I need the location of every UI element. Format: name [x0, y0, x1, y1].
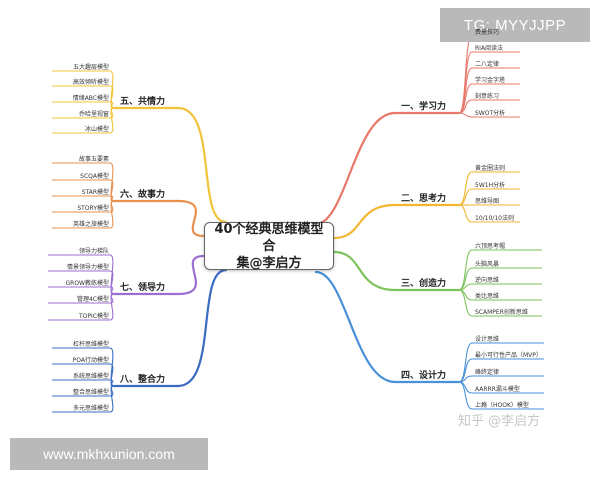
leaf-connector: [109, 85, 115, 109]
leaf-item: AARRR漏斗模型: [475, 386, 520, 393]
branch-label-b3: 三、创造力: [401, 279, 447, 289]
leaf-connector: [109, 70, 115, 109]
leaf-item: 上瘾（HOOK）模型: [475, 402, 529, 409]
leaf-item: STAR模型: [81, 189, 109, 196]
leaf-item: 类比思维: [475, 293, 500, 300]
leaf-connector: [458, 67, 473, 114]
leaf-item: 系统思维模型: [72, 373, 109, 380]
leaf-item: RIA阅读法: [475, 45, 504, 52]
leaf-connector: [109, 363, 115, 387]
leaf-item: 费曼技巧: [475, 29, 500, 36]
leaf-connector: [109, 254, 115, 295]
leaf-item: 情景领导力模型: [66, 264, 109, 271]
leaf-item: 六顶思考帽: [475, 243, 506, 250]
leaf-item: 头脑风暴: [475, 261, 500, 268]
leaf-item: 二八定律: [475, 61, 500, 68]
leaf-item: SWOT分析: [475, 110, 506, 117]
leaf-connector: [109, 270, 115, 295]
branch-label-b2: 二、思考力: [401, 194, 447, 204]
branch-connector-b8: [176, 268, 228, 388]
leaf-connector: [109, 107, 115, 134]
leaf-item: 英雄之旅模型: [72, 221, 109, 228]
leaf-item: 刻意练习: [475, 93, 500, 100]
leaf-connector: [458, 171, 473, 206]
leaf-connector: [109, 162, 115, 202]
leaf-connector: [458, 112, 473, 118]
leaf-connector: [109, 347, 115, 387]
leaf-connector: [458, 289, 473, 301]
leaf-item: 10/10/10法则: [475, 215, 514, 222]
leaf-item: POA行动模型: [72, 357, 109, 364]
branch-label-b1: 一、学习力: [401, 102, 447, 112]
leaf-connector: [458, 342, 473, 383]
leaf-connector: [458, 289, 473, 317]
leaf-item: 多元思维模型: [72, 405, 109, 412]
leaf-item: 整合思维模型: [72, 389, 109, 396]
leaf-item: 峰终定律: [475, 369, 500, 376]
leaf-item: 管理4C模型: [76, 296, 109, 303]
leaf-item: 五大趣层模型: [72, 64, 109, 71]
leaf-connector: [458, 381, 473, 394]
leaf-item: 冰山模型: [84, 126, 109, 133]
branch-label-b5: 五、共情力: [120, 97, 166, 107]
leaf-item: 最小可行性产品（MVP）: [475, 352, 542, 359]
leaf-item: 杠杆思维模型: [72, 341, 109, 348]
leaf-item: 逆向思维: [475, 277, 500, 284]
leaf-connector: [458, 204, 473, 223]
branch-connector-b5: [176, 106, 228, 224]
branch-connector-b1: [314, 111, 397, 226]
leaf-item: 乔哈里视窗: [78, 111, 109, 118]
branch-connector-b2: [332, 203, 397, 240]
leaf-item: 学习金字塔: [475, 77, 506, 84]
central-topic-line1: 40个经典思维模型合: [214, 221, 324, 254]
branch-label-b8: 八、整合力: [120, 375, 166, 385]
leaf-item: 高效倾听模型: [72, 79, 109, 86]
leaf-item: 故事五要素: [78, 156, 109, 163]
leaf-item: SCQA模型: [80, 173, 109, 180]
leaf-item: 5W1H分析: [475, 182, 506, 189]
leaf-item: 设计思维: [475, 336, 500, 343]
branch-connector-b3: [332, 250, 397, 292]
branch-label-b4: 四、设计力: [401, 371, 447, 381]
zhihu-watermark: 知乎 @李启方: [458, 414, 541, 429]
leaf-connector: [109, 200, 115, 229]
leaf-item: 黄金圈法则: [475, 165, 506, 172]
leaf-item: SCAMPER创新思维: [475, 309, 528, 316]
branch-connector-b6: [176, 199, 206, 238]
leaf-item: STORY模型: [77, 205, 109, 212]
leaf-connector: [458, 249, 473, 291]
tg-watermark-banner: TG: MYYJJPP: [440, 8, 590, 42]
leaf-connector: [458, 381, 473, 410]
branch-label-b6: 六、故事力: [120, 190, 166, 200]
branch-label-b7: 七、领导力: [120, 283, 166, 293]
leaf-connector: [109, 385, 115, 413]
central-topic-line2: 集@李启方: [236, 255, 302, 271]
leaf-connector: [458, 51, 473, 114]
website-watermark-banner: www.mkhxunion.com: [10, 438, 208, 470]
branch-connector-b4: [314, 270, 397, 384]
leaf-item: 领导力梯队: [78, 248, 109, 255]
leaf-item: GROW教练模型: [65, 280, 109, 287]
central-topic: 40个经典思维模型合 集@李启方: [204, 221, 334, 271]
leaf-item: 情绪ABC模型: [72, 95, 109, 102]
leaf-item: 思维导图: [475, 198, 500, 205]
leaf-connector: [109, 293, 115, 321]
branch-connector-b7: [176, 254, 206, 296]
leaf-item: TOPIC模型: [79, 313, 109, 320]
